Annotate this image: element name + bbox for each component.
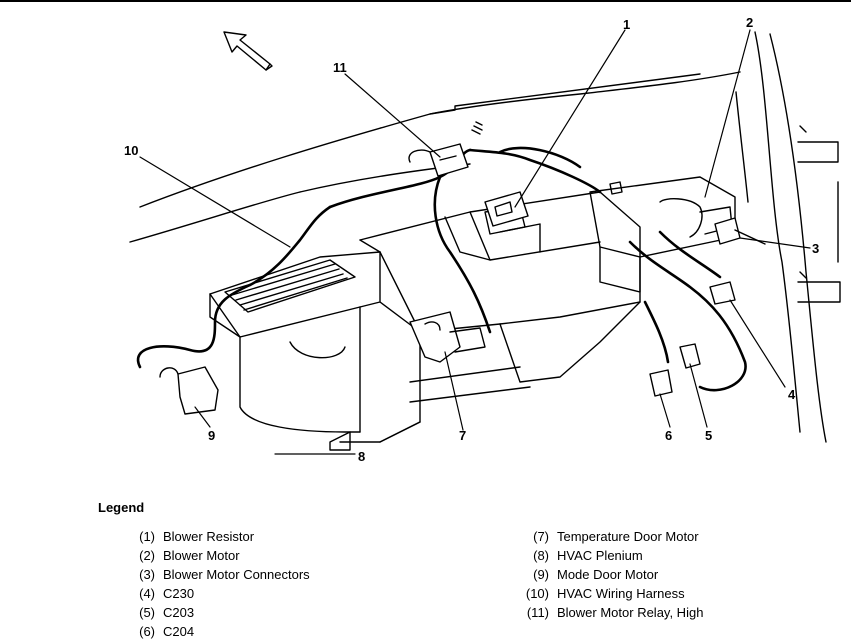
legend-number: (3) (139, 567, 155, 582)
callout-5: 5 (705, 428, 712, 443)
legend-item: (1) Blower Resistor (126, 527, 310, 546)
legend-label: HVAC Plenium (557, 548, 643, 563)
legend-item: (5) C203 (126, 603, 310, 622)
temp-door-motor (409, 311, 461, 363)
callout-2: 2 (746, 15, 753, 30)
callout-3: 3 (812, 241, 819, 256)
legend-number: (4) (139, 586, 155, 601)
callout-10: 10 (124, 143, 138, 158)
callout-7: 7 (459, 428, 466, 443)
legend-item: (10) HVAC Wiring Harness (506, 584, 703, 603)
connector-c203 (679, 343, 701, 369)
legend-label: C203 (163, 605, 195, 620)
legend-label: C230 (163, 586, 195, 601)
legend-title: Legend (98, 500, 145, 515)
callout-8: 8 (358, 449, 365, 464)
legend-label: Blower Motor Relay, High (557, 605, 704, 620)
legend-number: (6) (139, 624, 155, 639)
dash-panel (139, 71, 741, 208)
legend-column-right: (7) Temperature Door Motor (8) HVAC Pleniu… (506, 527, 704, 622)
legend-item: (4) C230 (126, 584, 310, 603)
mode-door-motor (177, 366, 219, 415)
blower-motor-relay (429, 143, 469, 177)
connector-c230 (709, 281, 736, 305)
legend-number: (7) (533, 529, 549, 544)
legend-item: (2) Blower Motor (126, 546, 310, 565)
callout-6: 6 (665, 428, 672, 443)
legend-item: (3) Blower Motor Connectors (126, 565, 310, 584)
callout-4: 4 (788, 387, 796, 402)
legend-label: C204 (163, 624, 195, 639)
legend-label: Blower Motor Connectors (163, 567, 310, 582)
legend-column-left: (1) Blower Resistor (2) Blower Motor (3) Bl… (126, 527, 310, 641)
legend-item: (7) Temperature Door Motor (506, 527, 703, 546)
hvac-component-diagram: 1 2 3 4 5 6 7 8 9 10 11 (124, 15, 841, 464)
legend-item: (11) Blower Motor Relay, High (506, 603, 704, 622)
legend-number: (2) (139, 548, 155, 563)
legend-label: Blower Resistor (163, 529, 255, 544)
body-pillar (754, 31, 801, 433)
legend-number: (5) (139, 605, 155, 620)
legend-label: HVAC Wiring Harness (557, 586, 685, 601)
legend-item: (9) Mode Door Motor (506, 565, 703, 584)
legend-label: Mode Door Motor (557, 567, 659, 582)
legend-label: Temperature Door Motor (557, 529, 699, 544)
legend-label: Blower Motor (163, 548, 240, 563)
top-border (0, 0, 851, 2)
callout-9: 9 (208, 428, 215, 443)
hvac-wiring-harness (136, 283, 252, 369)
callout-11: 11 (333, 60, 347, 75)
callout-1: 1 (623, 17, 630, 32)
legend-number: (1) (139, 529, 155, 544)
legend-item: (6) C204 (126, 622, 310, 641)
legend-item: (8) HVAC Plenium (506, 546, 703, 565)
hvac-plenum (329, 431, 351, 451)
connector-c204 (649, 369, 673, 397)
blower-housing (589, 176, 736, 258)
legend-number: (9) (533, 567, 549, 582)
legend-number: (8) (533, 548, 549, 563)
legend-number: (10) (525, 586, 549, 601)
forward-arrow-icon (223, 31, 271, 71)
blower-resistor (484, 191, 529, 227)
legend-number: (11) (526, 605, 549, 620)
